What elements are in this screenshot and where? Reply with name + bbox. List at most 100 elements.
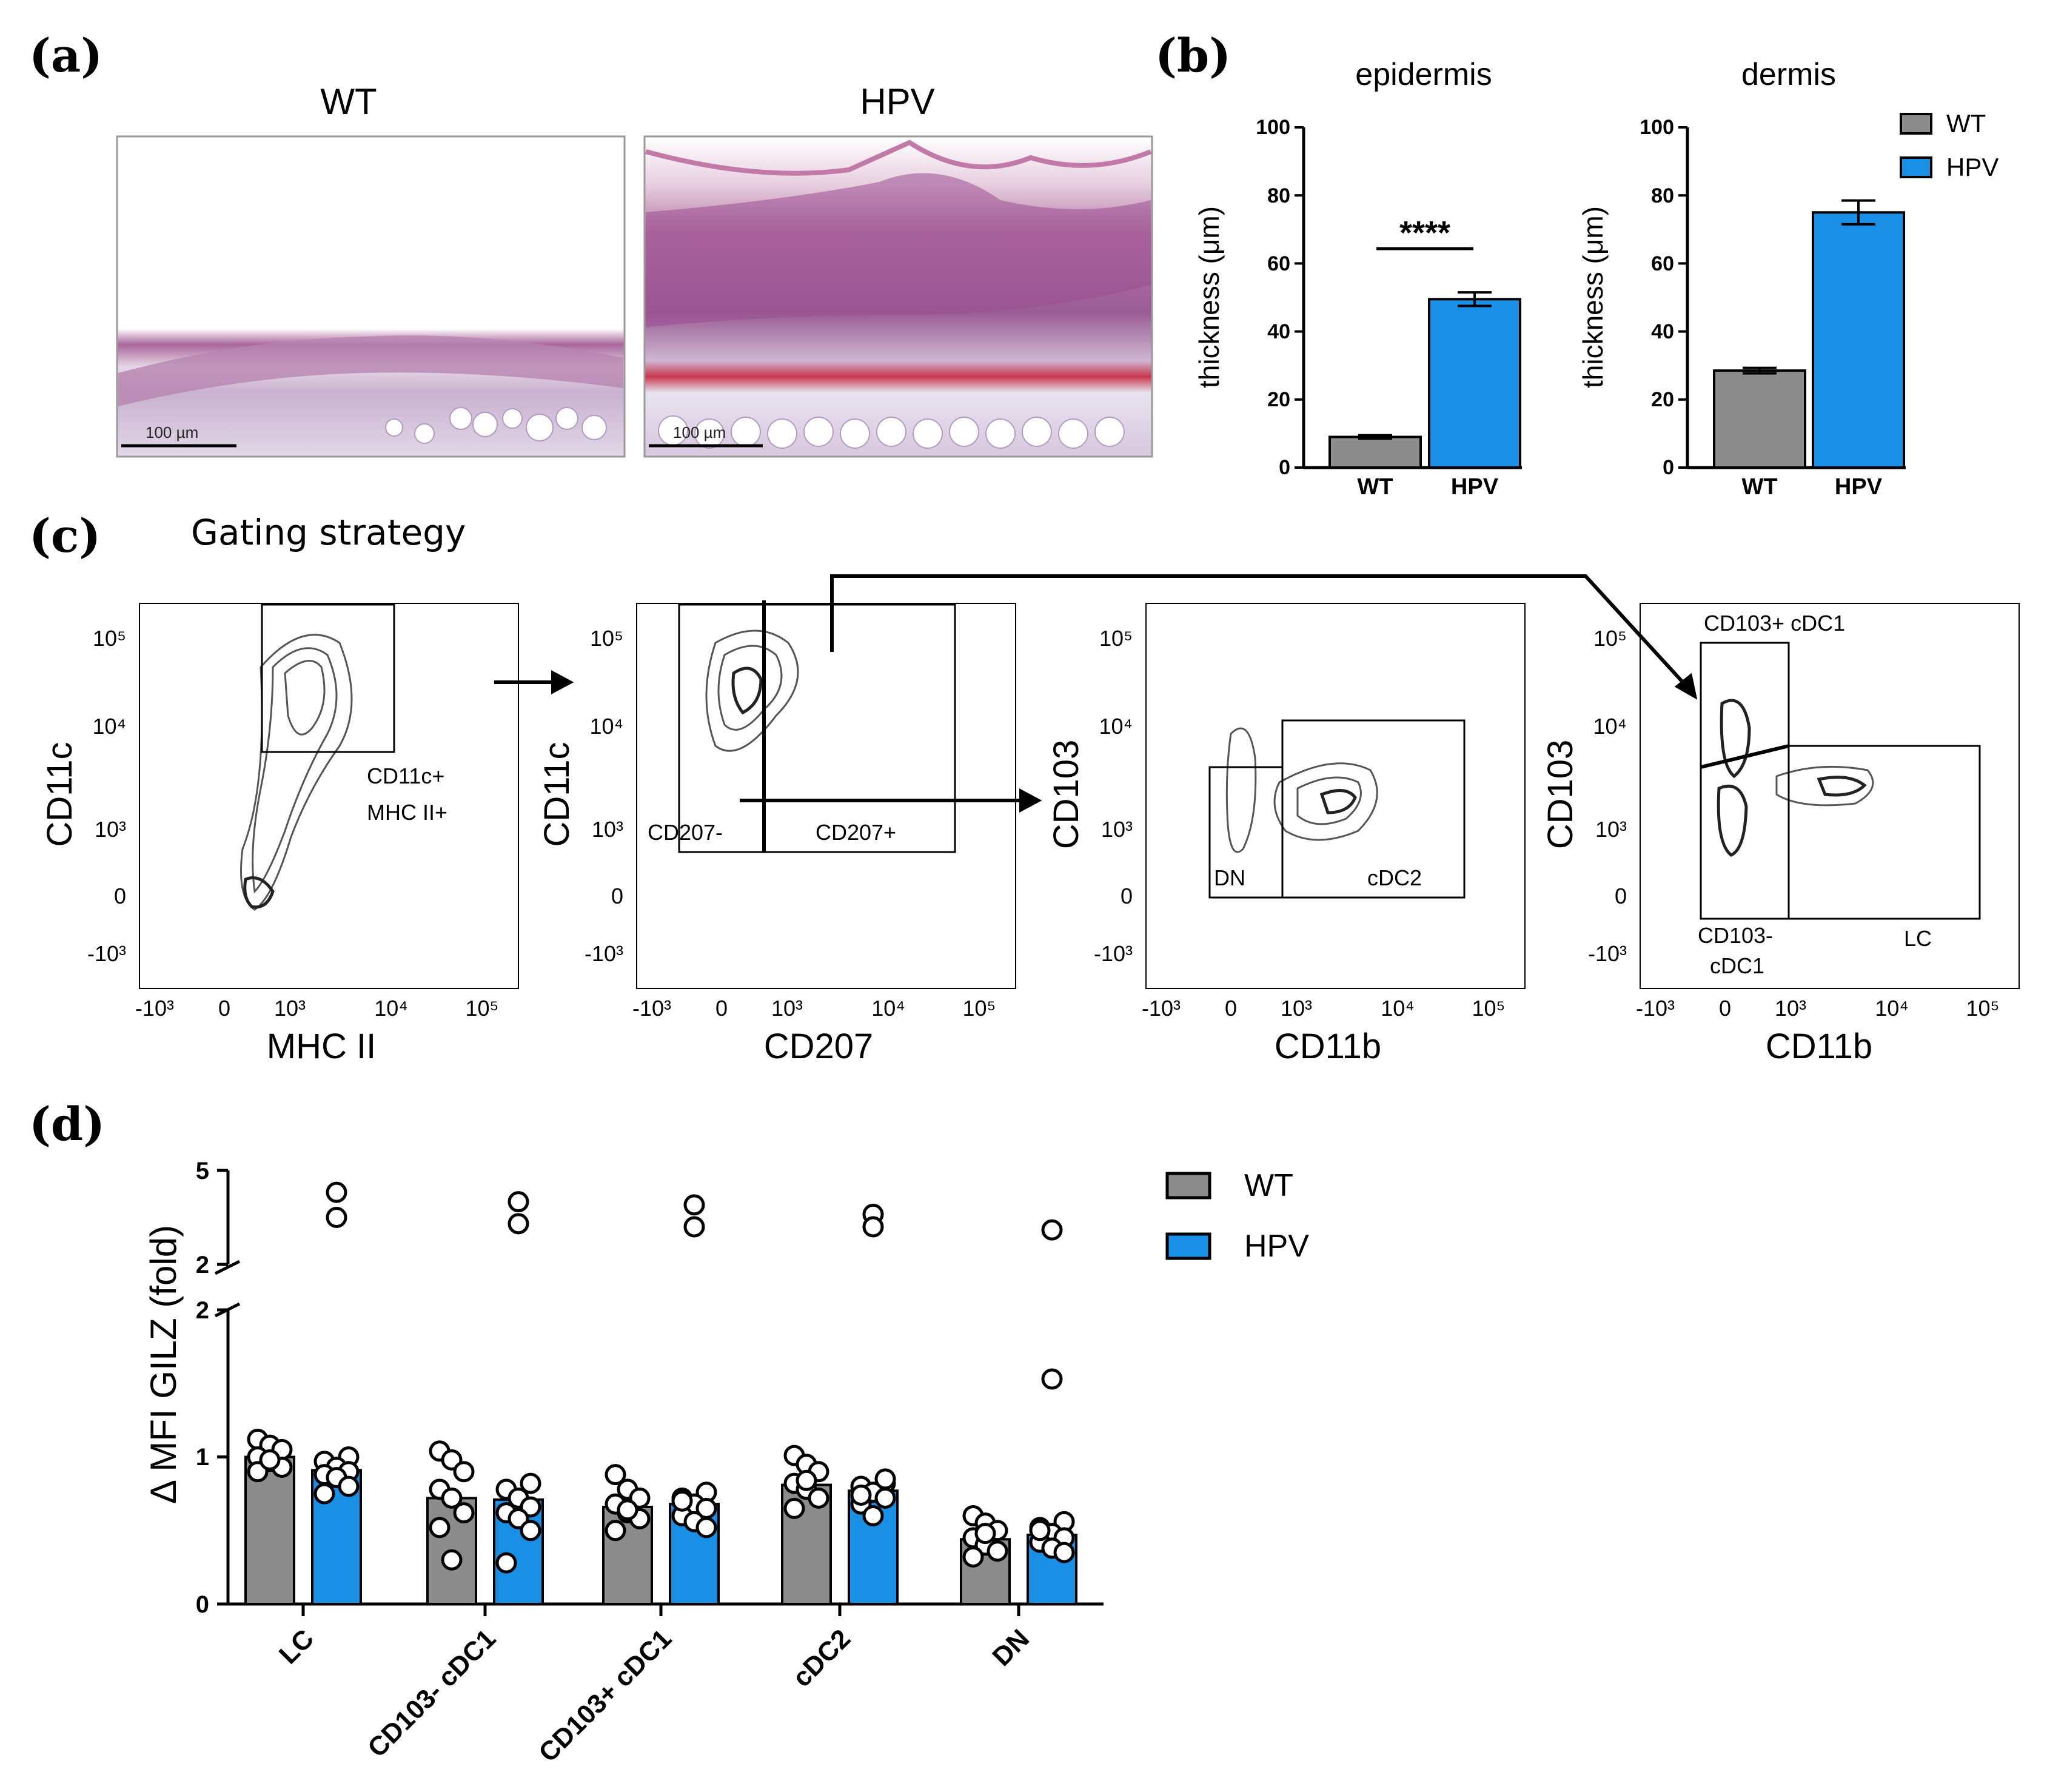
d-x-labels: LC CD103- cDC1 CD103+ cDC1 cDC2 DN — [273, 1623, 1035, 1768]
d-y-ticks — [217, 1169, 228, 1606]
ytick: 10⁴ — [1099, 714, 1133, 739]
xtick: 0 — [715, 996, 728, 1021]
data-point — [783, 1497, 805, 1519]
gate-label: cDC1 — [1710, 953, 1764, 978]
xlabel: CD207 — [764, 1027, 874, 1066]
data-point — [338, 1475, 360, 1497]
panel-label-b: (b) — [1155, 29, 1231, 82]
data-point — [1041, 1368, 1063, 1390]
epidermis-ylabel: thickness (μm) — [1193, 206, 1225, 388]
gate-label: CD103+ cDC1 — [1704, 611, 1845, 636]
gate-label: LC — [1904, 926, 1932, 951]
data-point — [617, 1499, 638, 1521]
significance-stars: **** — [1399, 215, 1450, 251]
category-label: LC — [273, 1623, 320, 1670]
ytick: 10⁵ — [1099, 626, 1133, 651]
ytick-upper: 2 — [196, 1252, 209, 1278]
xtick: 10³ — [1775, 996, 1806, 1021]
image-title-hpv: HPV — [860, 81, 934, 122]
dermis-y-ticks: 0 20 40 60 80 100 — [1640, 116, 1687, 479]
gate-label: CD11c+ — [367, 763, 444, 788]
xtick: 10⁴ — [1875, 996, 1909, 1021]
flow-plot-frame-1 — [139, 603, 519, 989]
xtick: 0 — [218, 996, 230, 1021]
xlabel: CD11b — [1766, 1027, 1872, 1066]
xtick: 10⁴ — [374, 996, 408, 1021]
gate-lc — [1787, 745, 1981, 920]
bar-dermis-hpv — [1812, 211, 1905, 469]
data-point — [508, 1213, 529, 1235]
d-y-tick-labels: 5 2 2 1 0 — [196, 1158, 209, 1618]
ylabel: CD11c — [40, 742, 79, 847]
data-point — [796, 1469, 817, 1491]
bar-group — [244, 1455, 1077, 1606]
xtick: -10³ — [1636, 996, 1675, 1021]
xtick: 10⁴ — [1381, 996, 1415, 1021]
gates — [261, 600, 1981, 920]
chart-title-epidermis: epidermis — [1355, 57, 1492, 92]
data-point — [962, 1546, 984, 1568]
data-point — [987, 1540, 1008, 1562]
ytick: -10³ — [1588, 941, 1627, 966]
histology-image-wt: 100 µm — [116, 135, 626, 458]
d-x-ticks — [301, 1604, 1020, 1616]
chart-title-dermis: dermis — [1741, 57, 1836, 92]
data-point — [862, 1505, 884, 1526]
ytick-lower: 1 — [196, 1444, 209, 1471]
xtick: 10³ — [771, 996, 803, 1021]
contour-plot-2 — [705, 629, 799, 752]
data-point — [808, 1487, 829, 1509]
ylabel: CD11c — [537, 742, 577, 847]
flow-plot-frame-3 — [1145, 603, 1526, 989]
arrow-3 — [830, 574, 1687, 687]
xtick: 10⁵ — [466, 996, 499, 1021]
errorbar-dermis-hpv — [1841, 199, 1875, 226]
image-title-wt: WT — [320, 81, 377, 122]
dermis-ytick: 0 — [1663, 456, 1674, 479]
dermis-chart: 0 20 40 60 80 100 thickness (μm) WT HPV — [1577, 116, 1906, 500]
xtick: -10³ — [632, 996, 671, 1021]
contour-plot-4 — [1717, 699, 1874, 857]
category-label: CD103+ cDC1 — [533, 1623, 677, 1768]
data-point — [1041, 1219, 1063, 1241]
legend-label-hpv: HPV — [1946, 153, 1998, 181]
ylabel: CD103 — [1047, 740, 1086, 850]
epidermis-ytick: 20 — [1267, 388, 1290, 411]
gate-cdc2 — [1281, 719, 1466, 899]
gate-label: MHC II+ — [367, 800, 447, 825]
legend-swatch-wt — [1165, 1172, 1211, 1200]
flow-axes-2: CD11c CD207 10⁵ 10⁴ 10³ 0 -10³ -10³ 0 10… — [537, 626, 996, 1066]
gate-label: CD103- — [1698, 923, 1773, 948]
gate-label: cDC2 — [1367, 865, 1422, 890]
ytick: 0 — [1121, 884, 1133, 908]
legend-swatch-wt — [1900, 113, 1932, 135]
contour-plot-3 — [1225, 727, 1378, 853]
xtick: 10⁴ — [871, 996, 905, 1021]
category-label: cDC2 — [787, 1623, 856, 1693]
ytick: 10³ — [1595, 817, 1627, 842]
xlabel: MHC II — [267, 1027, 376, 1066]
xtick: 10⁵ — [1966, 996, 2000, 1021]
histology-image-hpv: 100 µm — [643, 135, 1153, 458]
gate-label: DN — [1214, 865, 1245, 890]
data-point — [695, 1517, 717, 1539]
epidermis-y-ticks: 0 20 40 60 80 100 — [1256, 116, 1304, 479]
xtick: -10³ — [1142, 996, 1181, 1021]
ytick: 10⁵ — [1593, 626, 1627, 651]
data-point — [429, 1517, 451, 1539]
data-point — [313, 1483, 335, 1505]
legend-d: WT HPV — [1165, 1168, 1309, 1264]
panel-b: epidermis dermis 0 20 40 60 80 100 thick… — [1193, 57, 1998, 500]
epidermis-ytick: 40 — [1267, 320, 1290, 343]
data-point — [441, 1487, 463, 1509]
data-point — [850, 1485, 872, 1506]
bar-epidermis-wt — [1328, 435, 1422, 469]
flow-plot-frame-2 — [636, 603, 1016, 989]
dermis-ytick: 60 — [1651, 252, 1674, 275]
ytick: 10⁴ — [589, 714, 623, 739]
ytick: -10³ — [585, 941, 623, 966]
bar-epidermis-hpv — [1428, 298, 1521, 469]
dermis-ytick: 80 — [1651, 184, 1674, 207]
panel-label-c: (c) — [29, 509, 101, 563]
